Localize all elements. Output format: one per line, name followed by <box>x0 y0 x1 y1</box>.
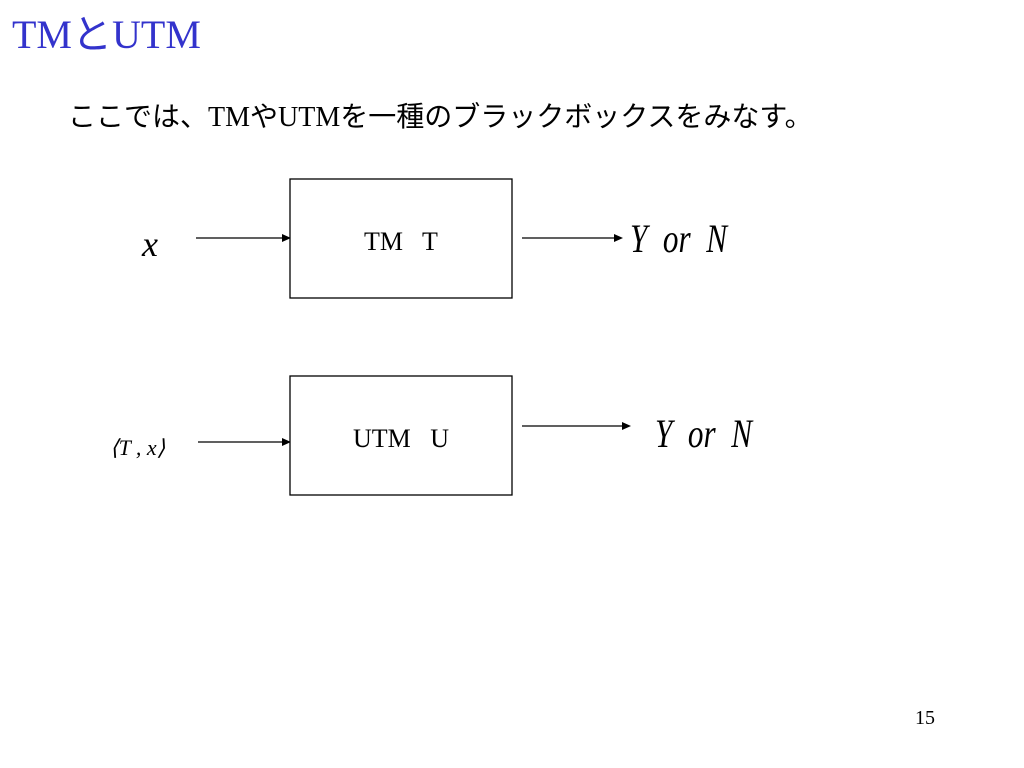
output-label-tm: Y or N <box>630 216 729 261</box>
output-arrowhead-tm <box>614 234 623 242</box>
subtitle-part: や <box>250 100 279 133</box>
subtitle-part: を一種のブラックボックスをみなす。 <box>340 100 813 133</box>
subtitle-part: TM <box>208 102 251 133</box>
subtitle-part: UTM <box>278 102 341 133</box>
output-label-utm: Y or N <box>655 411 754 456</box>
slide-subtitle: ここでは、TMやUTMを一種のブラックボックスをみなす。 <box>68 97 813 138</box>
output-arrowhead-utm <box>622 422 631 430</box>
utm-box-label: UTM U <box>353 424 449 453</box>
subtitle-part: ここでは、 <box>68 100 209 133</box>
slide-title: TMとUTM <box>12 12 201 57</box>
input-label-tx: ⟨T , x⟩ <box>110 435 166 460</box>
tm-box <box>289 178 513 299</box>
utm-box <box>289 375 513 496</box>
tm-box-label: TM T <box>364 227 438 256</box>
input-arrowhead-utm <box>282 438 291 446</box>
input-label-x: x <box>141 224 158 264</box>
page-number: 15 <box>915 707 935 729</box>
input-arrowhead-tm <box>282 234 291 242</box>
